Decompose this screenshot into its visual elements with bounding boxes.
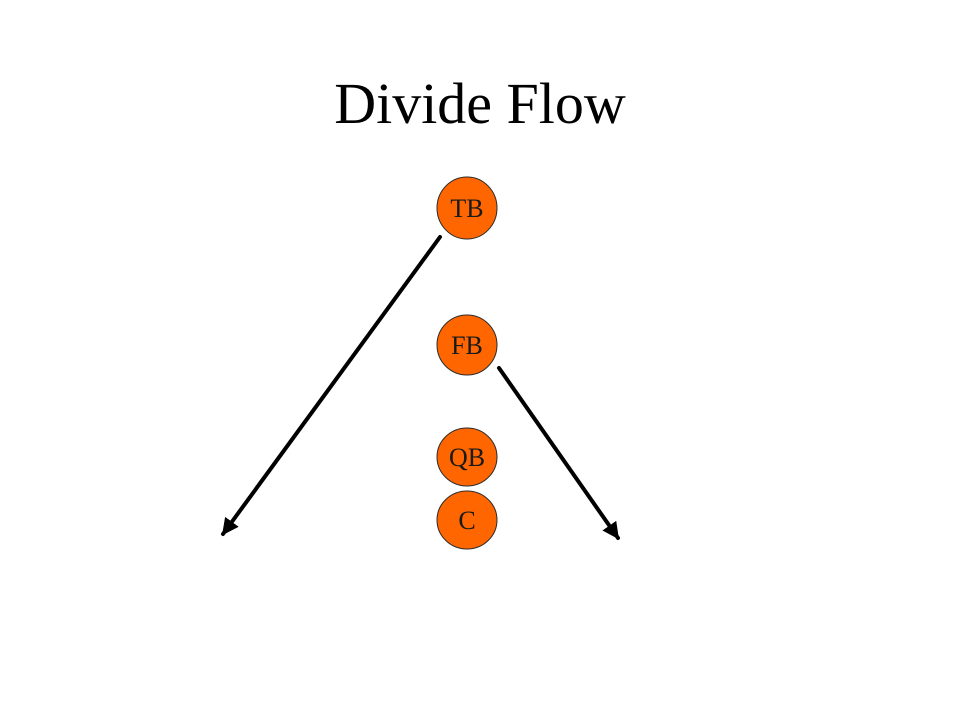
player-fb-circle: [436, 314, 498, 376]
player-tb-label: TB: [450, 194, 483, 223]
player-tb: TB: [436, 176, 498, 240]
fb-route-arrow: [497, 366, 620, 540]
player-qb-circle: [436, 427, 498, 487]
player-fb-label: FB: [451, 331, 483, 360]
player-qb-label: QB: [449, 443, 485, 472]
tb-route-arrow: [221, 235, 442, 536]
player-tb-circle: [436, 176, 498, 240]
player-c-label: C: [458, 506, 475, 535]
player-fb: FB: [436, 314, 498, 376]
player-c-circle: [436, 490, 498, 550]
slide-title: Divide Flow: [334, 71, 626, 136]
player-c: C: [436, 490, 498, 550]
player-qb: QB: [436, 427, 498, 487]
